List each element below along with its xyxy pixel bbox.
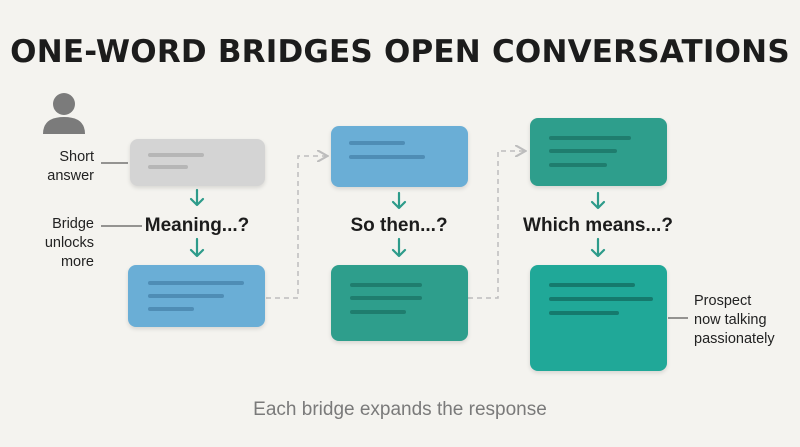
bridge-meaning: Meaning...?	[144, 215, 250, 236]
bridge-so-then: So then...?	[350, 215, 448, 236]
card-text-line	[148, 281, 244, 285]
card-text-line	[349, 155, 425, 159]
arrow-down-icon	[391, 237, 407, 258]
card-text-line	[148, 165, 188, 169]
person-icon	[43, 93, 85, 134]
card-text-line	[349, 141, 405, 145]
dashed-arrow-icon	[266, 156, 326, 299]
card-text-line	[350, 296, 422, 300]
arrow-down-icon	[189, 188, 205, 207]
expanded-answer-card-1	[128, 265, 265, 327]
short-answer-line-2: answer	[47, 168, 94, 184]
prospect-line-1: Prospect	[694, 293, 752, 309]
arrow-down-icon	[189, 237, 205, 258]
card-text-line	[549, 311, 619, 315]
card-text-line	[148, 294, 224, 298]
diagram-caption: Each bridge expands the response	[253, 399, 547, 420]
card-text-line	[549, 163, 607, 167]
card-text-line	[549, 297, 653, 301]
bridge-unlocks-label: Bridge unlocks more	[18, 215, 94, 272]
bridge-which-means: Which means...?	[523, 215, 673, 236]
bridged-answer-card-2	[331, 126, 468, 187]
bridge-unlocks-line-2: unlocks	[44, 235, 94, 251]
prospect-line-2: now talking	[694, 312, 767, 328]
card-text-line	[350, 283, 422, 287]
short-answer-line-1: Short	[59, 149, 94, 165]
card-text-line	[148, 153, 204, 157]
arrow-down-icon	[590, 191, 606, 210]
expanded-answer-card-2	[331, 265, 468, 341]
card-text-line	[549, 283, 635, 287]
bridged-answer-card-3	[530, 118, 667, 186]
dashed-arrow-icon	[468, 151, 524, 299]
card-text-line	[350, 310, 406, 314]
arrow-down-icon	[391, 191, 407, 210]
card-text-line	[148, 307, 194, 311]
arrow-down-icon	[590, 237, 606, 258]
bridge-unlocks-line-3: more	[60, 254, 94, 270]
prospect-label: Prospect now talking passionately	[694, 292, 798, 349]
bridge-unlocks-line-1: Bridge	[52, 216, 94, 232]
diagram-title: ONE-WORD BRIDGES OPEN CONVERSATIONS	[10, 34, 790, 70]
short-answer-card	[130, 139, 265, 186]
short-answer-label: Short answer	[20, 148, 94, 186]
passionate-answer-card	[530, 265, 667, 371]
card-text-line	[549, 136, 631, 140]
prospect-line-3: passionately	[694, 331, 775, 347]
card-text-line	[549, 149, 617, 153]
